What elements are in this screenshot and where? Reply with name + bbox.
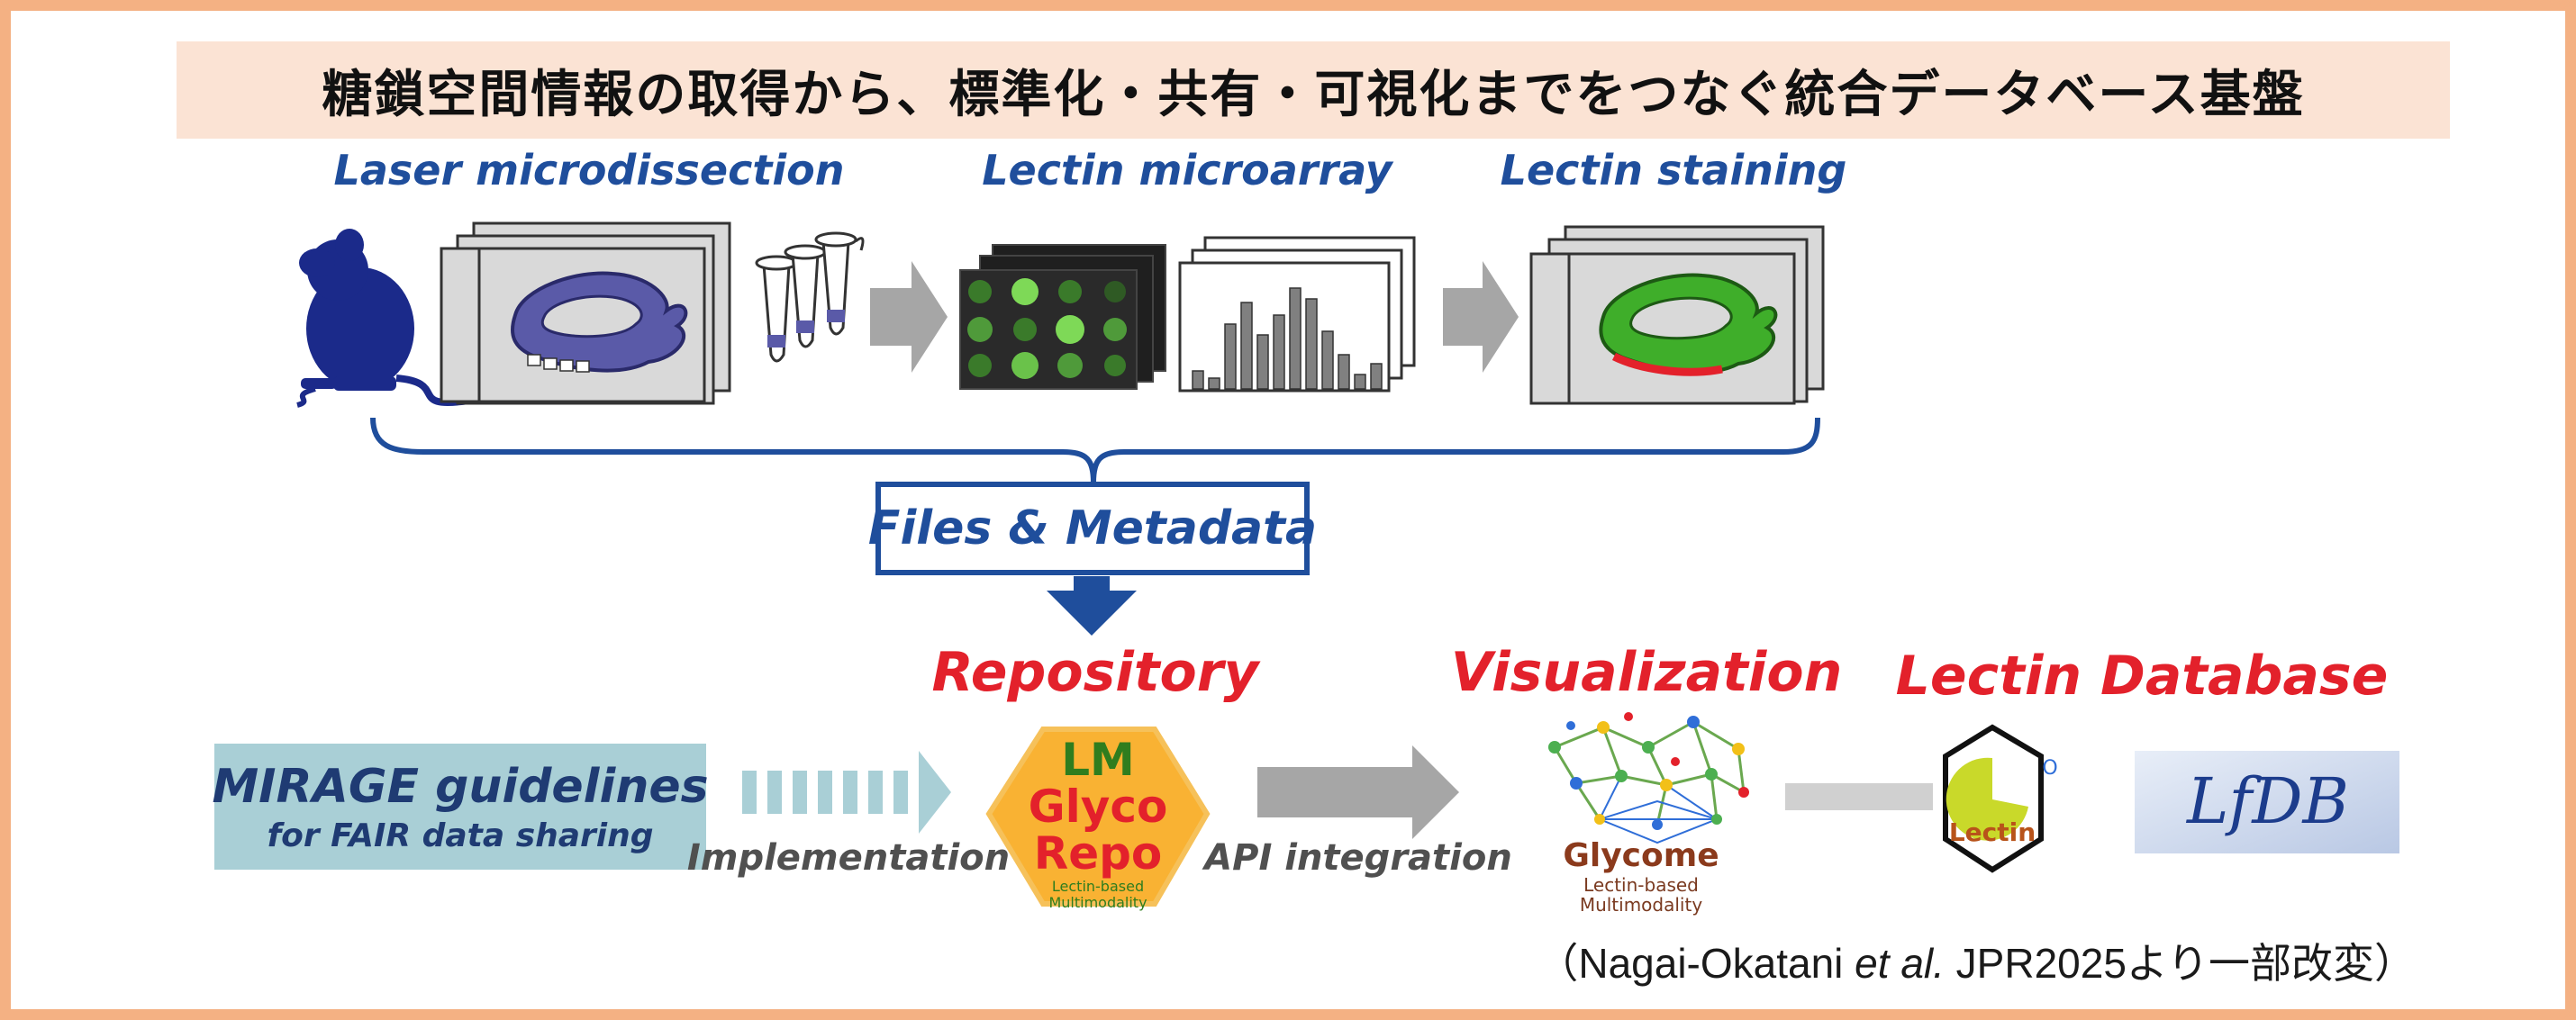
tissue-slide-stack-laser [440,221,731,405]
title-banner: 糖鎖空間情報の取得から、標準化・共有・可視化までをつなぐ統合データベース基盤 [177,41,2450,139]
mouse-silhouette-icon [296,229,469,408]
glycome-word: Glycome [1563,837,1719,874]
lmglycorepo-hexagon [985,727,1211,907]
implementation-arrow [742,751,951,834]
process-arrow-1 [870,261,948,373]
citation-suffix: JPR2025より一部改変） [1944,940,2416,987]
lmglycorepo-line1: LM [1061,734,1135,786]
lfdb-logo-icon: LfDB [2135,751,2399,853]
citation-prefix: （Nagai-Okatani [1537,940,1855,987]
microarray-bar-chart-icon [1178,236,1416,393]
lmglycorepo-line3: Repo [1033,827,1163,880]
mirage-title: MIRAGE guidelines [212,759,709,814]
visualization-database-connector [1785,783,1933,810]
curly-brace-icon [370,417,1820,483]
api-integration-label: API integration [1204,837,1512,879]
api-integration-arrow [1257,745,1459,839]
repository-heading: Repository [931,641,1259,704]
stage-label-microarray: Lectin microarray [982,146,1392,194]
lmglycorepo-line2: Glyco [1028,781,1168,833]
mirage-guidelines-box: MIRAGE guidelines for FAIR data sharing [212,744,709,870]
visualization-heading: Visualization [1450,641,1843,704]
test-tube-icon [755,231,865,363]
files-metadata-box: Files & Metadata [868,482,1317,575]
files-metadata-label: Files & Metadata [867,501,1318,555]
lmglycorepo-text: LM Glyco Repo Lectin-based Multimodality [989,736,1207,911]
lmglycorepo-tag1: Lectin-based [1051,878,1145,895]
glycome-network-icon [1548,712,1749,844]
glycome-tag2: Multimodality [1580,894,1703,916]
stage-label-laser: Laser microdissection [333,146,845,194]
mirage-subtitle: for FAIR data sharing [267,817,654,854]
down-arrow [1047,576,1137,636]
lectin-database-heading: Lectin Database [1895,645,2389,708]
stage-label-staining: Lectin staining [1500,146,1847,194]
tissue-slide-stack-staining [1529,225,1825,405]
glycome-tag1: Lectin-based [1583,874,1699,896]
lectin-microarray-icon [959,244,1166,390]
figure-title: 糖鎖空間情報の取得から、標準化・共有・可視化までをつなぐ統合データベース基盤 [322,65,2305,124]
lectin-logo-superscript: O [2042,757,2057,780]
lfdb-word: LfDB [2185,764,2349,838]
lectin-logo-icon: Lectin O [1943,724,2058,873]
lmglycorepo-tag2: Multimodality [1048,894,1147,911]
lectin-logo-word: Lectin [1949,817,2036,847]
implementation-label: Implementation [686,837,1011,879]
process-arrow-2 [1443,261,1519,373]
citation-italic: et al. [1855,940,1945,987]
citation: （Nagai-Okatani et al. JPR2025より一部改変） [1537,931,2416,990]
